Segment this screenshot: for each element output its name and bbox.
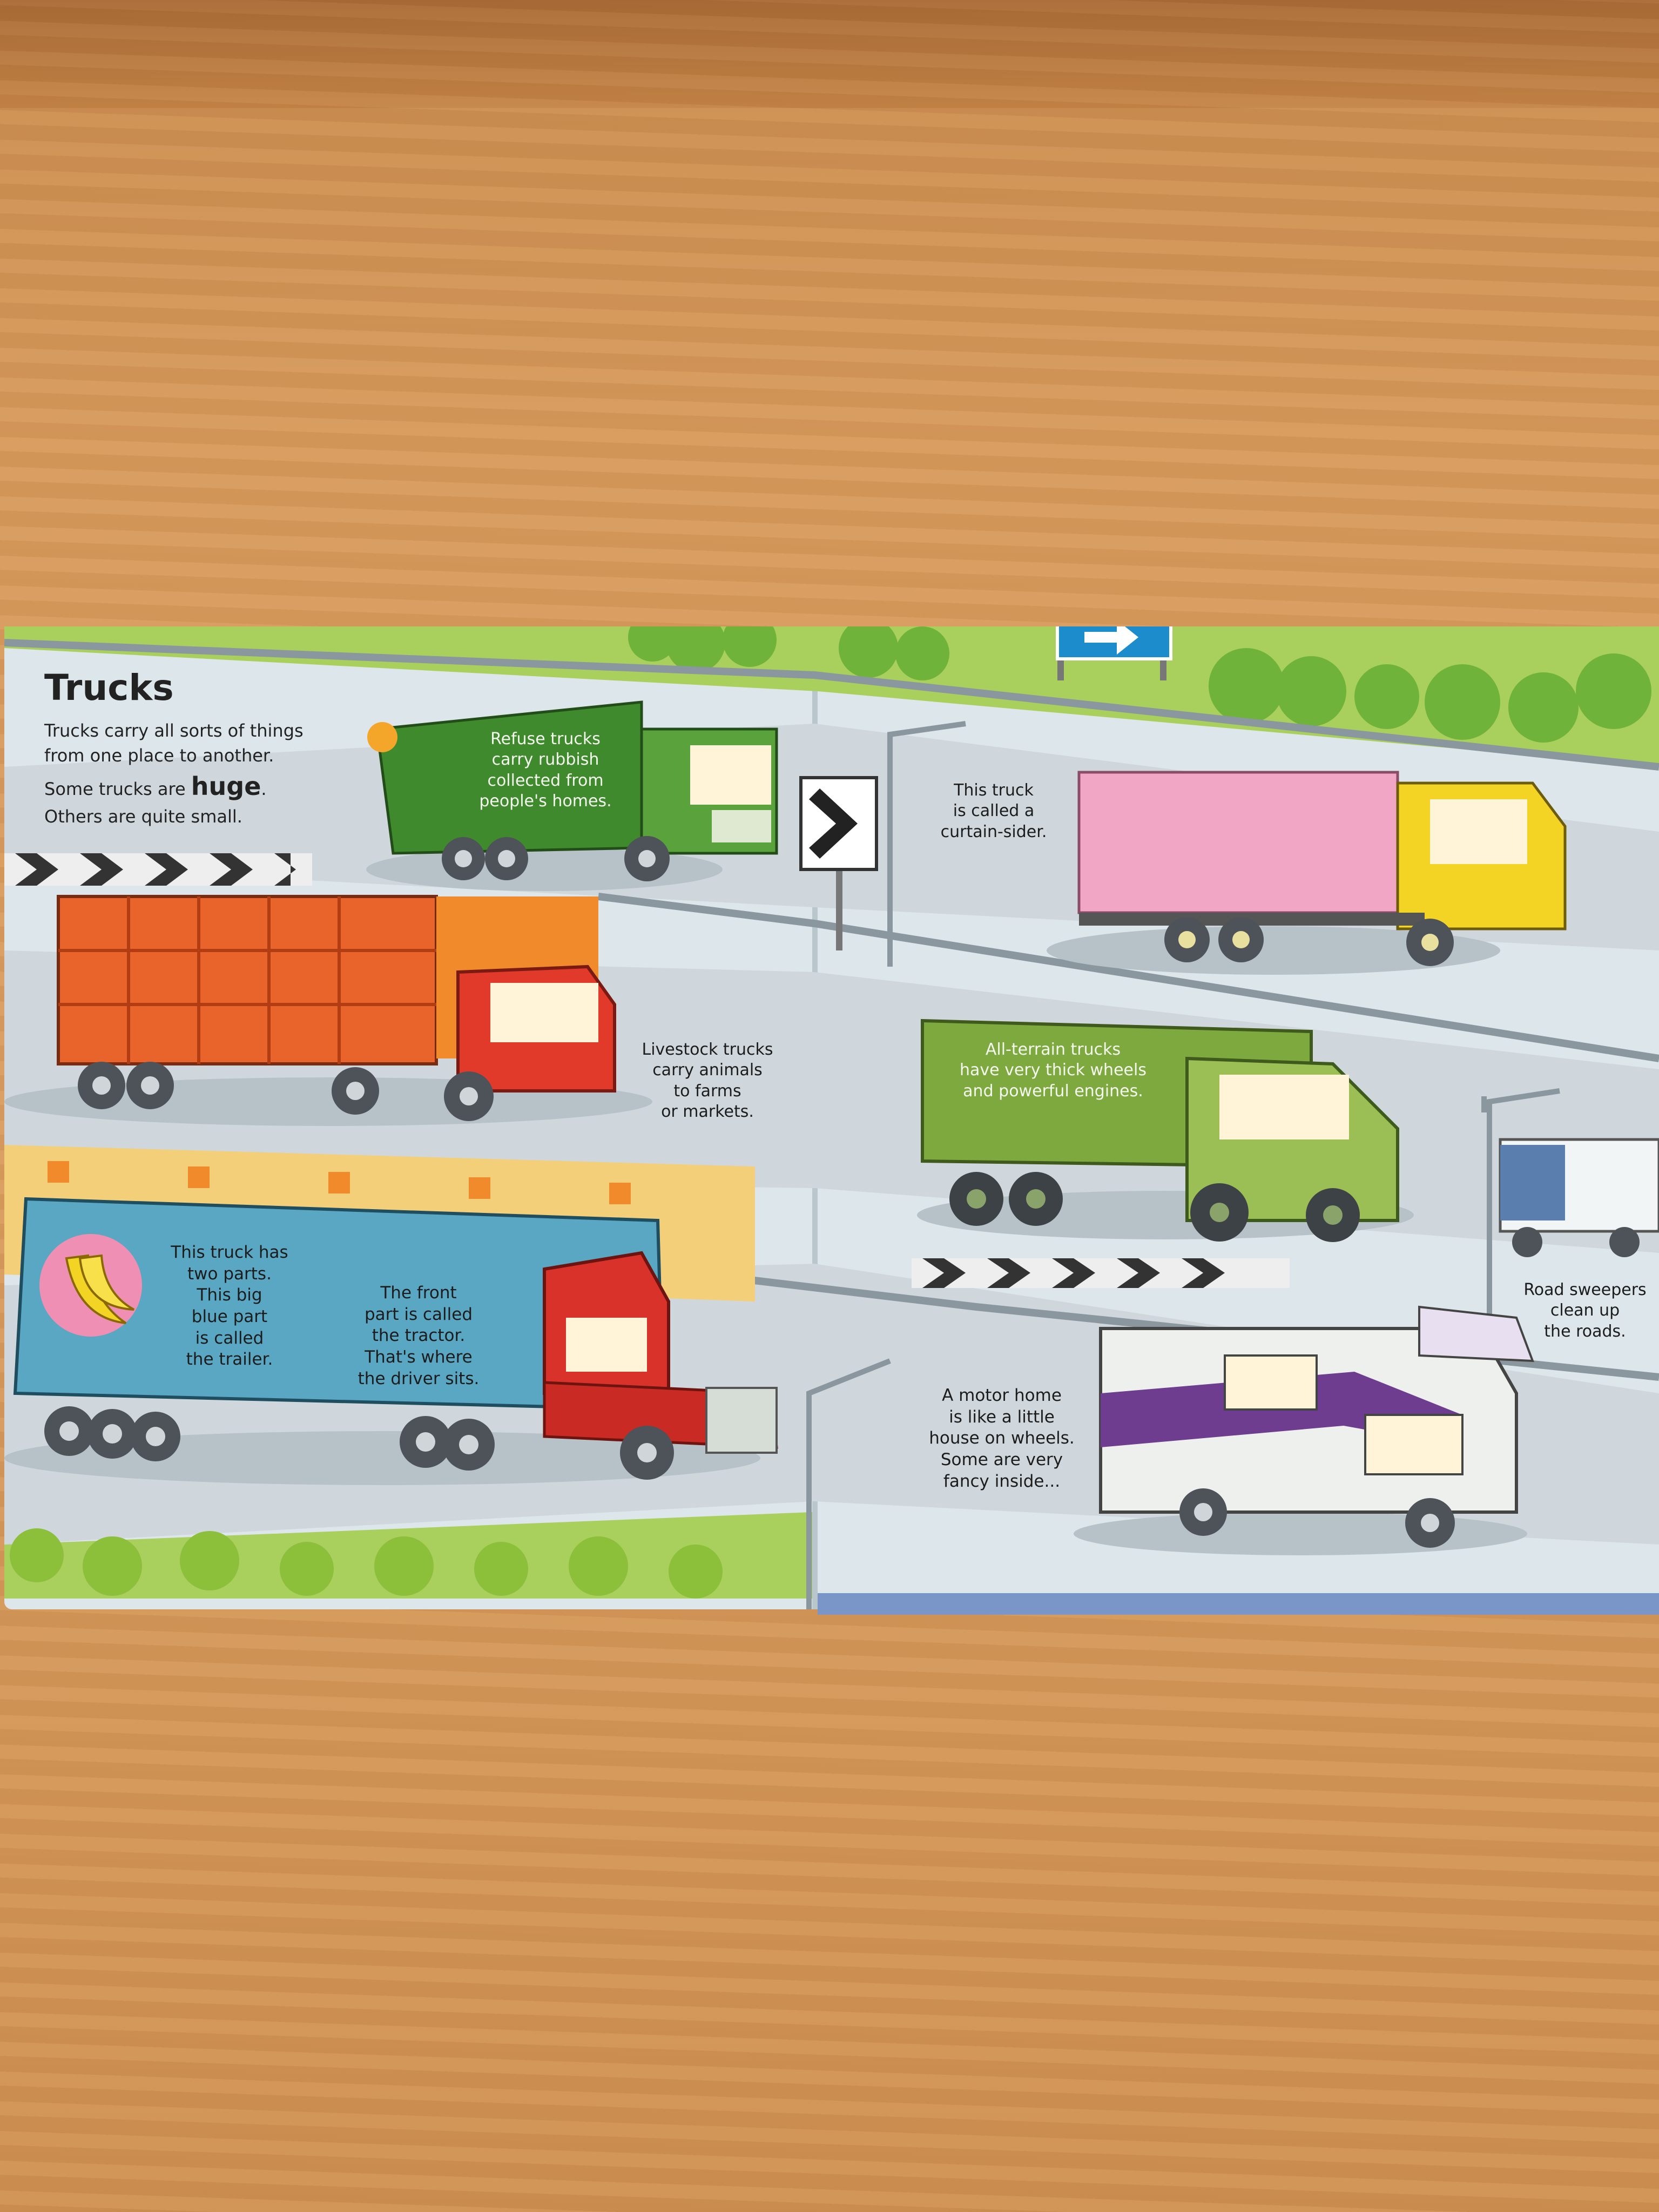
caption-line: clean up <box>1550 1301 1620 1320</box>
caption-line: the driver sits. <box>358 1368 480 1388</box>
motor-home-illustration <box>1074 1305 1534 1555</box>
caption-line: This big <box>197 1285 262 1305</box>
caption-line: That's where <box>365 1347 473 1367</box>
intro-line-2: from one place to another. <box>44 745 274 766</box>
caption-line: the roads. <box>1544 1321 1626 1341</box>
caption-line: to farms <box>673 1081 741 1101</box>
caption-line: The front <box>380 1283 457 1303</box>
street-lamps <box>806 721 1560 1609</box>
caption-line: Refuse trucks <box>490 730 601 748</box>
caption-refuse: Refuse trucks carry rubbish collected fr… <box>464 729 626 812</box>
caption-line: is like a little <box>949 1407 1055 1427</box>
caption-line: carry animals <box>652 1061 763 1080</box>
caption-road-sweeper: Road sweepers clean up the roads. <box>1512 1280 1658 1342</box>
caption-line: fancy inside... <box>943 1471 1061 1491</box>
caption-line: part is called <box>364 1304 473 1324</box>
livestock-truck-illustration <box>4 895 652 1126</box>
all-terrain-truck-illustration <box>917 1019 1414 1242</box>
book-illustration <box>4 626 1659 1615</box>
desk-back <box>0 0 1659 108</box>
caption-line: is called a <box>953 801 1035 821</box>
intro-line-1: Trucks carry all sorts of things <box>44 720 304 741</box>
caption-line: or markets. <box>661 1102 754 1122</box>
refuse-truck-illustration <box>366 700 778 891</box>
caption-line: the trailer. <box>186 1350 273 1370</box>
barrier-lights <box>48 1161 631 1204</box>
bushes-bottom <box>10 1528 723 1599</box>
caption-line: house on wheels. <box>929 1428 1075 1448</box>
caption-line: two parts. <box>187 1264 272 1284</box>
caption-line: All-terrain trucks <box>985 1040 1121 1059</box>
caption-line: A motor home <box>942 1386 1062 1405</box>
caption-line: Livestock trucks <box>642 1040 773 1059</box>
caption-line: is called <box>195 1328 264 1348</box>
intro-huge-word: huge <box>191 771 261 801</box>
bushes-top <box>628 626 1651 743</box>
caption-trailer: This truck has two parts. This big blue … <box>157 1242 302 1371</box>
caption-curtain-sider: This truck is called a curtain-sider. <box>918 780 1069 842</box>
arrow-sign-icon <box>1056 626 1172 680</box>
intro-text: Trucks carry all sorts of things from on… <box>44 718 304 830</box>
open-book <box>4 626 1659 1615</box>
caption-line: curtain-sider. <box>940 822 1047 841</box>
caption-tractor: The front part is called the tractor. Th… <box>346 1283 491 1390</box>
caption-all-terrain: All-terrain trucks have very thick wheel… <box>940 1040 1166 1102</box>
caption-line: carry rubbish <box>491 750 599 770</box>
chevron-sign-icon <box>799 776 878 950</box>
caption-line: people's homes. <box>479 792 612 811</box>
caption-line: collected from <box>487 771 604 790</box>
book-cover-edge <box>818 1593 1659 1615</box>
intro-line-3-pre: Some trucks are <box>44 778 191 799</box>
intro-line-4: Others are quite small. <box>44 806 242 827</box>
intro-line-3: Some trucks are huge. <box>44 768 304 805</box>
curtain-sider-illustration <box>1047 771 1567 975</box>
caption-line: Road sweepers <box>1523 1280 1647 1299</box>
page-title: Trucks <box>44 667 174 709</box>
trailer-truck-illustration <box>4 1197 778 1485</box>
guard-rail-middle <box>598 893 1659 1062</box>
caption-line: This truck has <box>171 1243 288 1262</box>
road-sweeper-illustration <box>1499 1138 1659 1257</box>
caption-motor-home: A motor home is like a little house on w… <box>913 1385 1091 1492</box>
chevron-barrier <box>4 853 1290 1288</box>
caption-line: blue part <box>191 1307 268 1327</box>
caption-line: Some are very <box>940 1450 1063 1470</box>
caption-line: have very thick wheels <box>960 1061 1147 1080</box>
caption-livestock: Livestock trucks carry animals to farms … <box>626 1040 788 1123</box>
intro-line-3-post: . <box>261 778 267 799</box>
caption-line: the tractor. <box>372 1326 466 1346</box>
caption-line: and powerful engines. <box>963 1081 1143 1101</box>
caption-line: This truck <box>954 781 1034 800</box>
guard-rail-top <box>4 639 1659 771</box>
